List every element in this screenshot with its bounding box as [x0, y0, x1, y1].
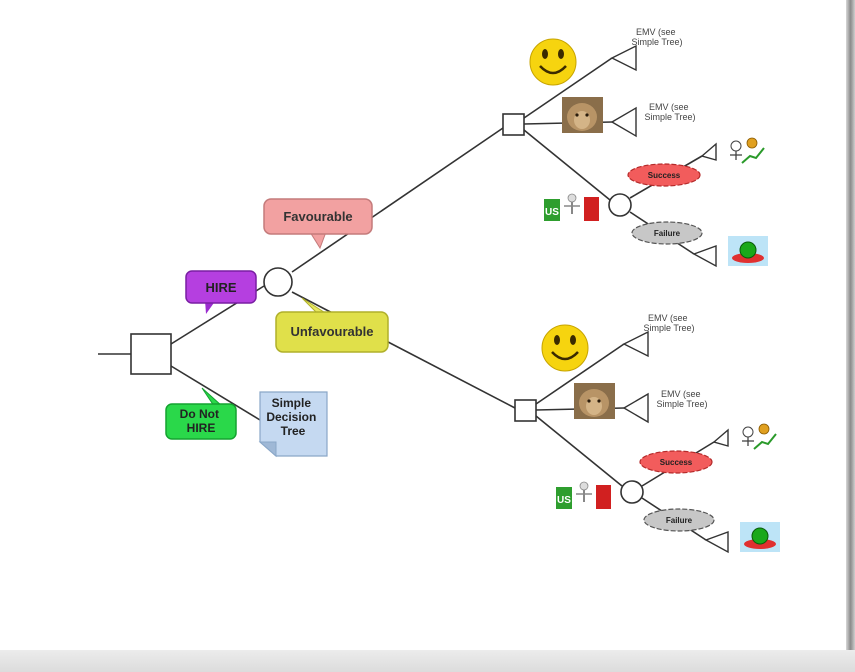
favourable-branch — [291, 127, 504, 273]
upper-chance-branch — [523, 129, 611, 201]
lower-success-cloud: Success — [639, 450, 713, 474]
unfavourable-callout: Unfavourable — [275, 297, 389, 353]
bottom-edge-bar — [0, 650, 855, 672]
unfavourable-label: Unfavourable — [290, 324, 373, 339]
root-decision-node — [130, 333, 172, 375]
lion-photo-icon — [574, 383, 615, 419]
lower-emv1-text: EMV (see Simple Tree) — [643, 313, 694, 333]
hire-label: HIRE — [205, 280, 236, 295]
lower-chance-branch — [535, 415, 623, 487]
upper-success-terminal — [700, 142, 717, 161]
us-vs-them-icon: US — [544, 193, 599, 221]
upper-emv2-text: EMV (see Simple Tree) — [644, 102, 695, 122]
upper-decision-node — [502, 113, 525, 136]
chance-node — [263, 267, 293, 297]
lion-photo-icon — [562, 97, 603, 133]
upper-success-label: Success — [648, 171, 681, 180]
upper-failure-terminal — [692, 245, 717, 268]
right-edge-bar — [846, 0, 855, 672]
terminal-nodes — [610, 44, 729, 554]
upper-emv1-branch — [523, 57, 613, 119]
upper-emv1-terminal — [610, 44, 637, 72]
lower-failure-cloud: Failure — [643, 508, 715, 532]
lower-failure-label: Failure — [666, 516, 693, 525]
lower-failure-terminal — [704, 531, 729, 554]
smiley-face-icon — [541, 324, 589, 372]
upper-failure-cloud: Failure — [631, 221, 703, 245]
lower-decision-node — [514, 399, 537, 422]
do-not-hire-branch — [170, 365, 261, 421]
note-text: Simple Decision Tree — [266, 396, 319, 438]
upper-failure-label: Failure — [654, 229, 681, 238]
smiley-face-icon — [529, 38, 577, 86]
lower-emv1-terminal — [622, 330, 649, 358]
upper-emv1-text: EMV (see Simple Tree) — [631, 27, 682, 47]
do-not-hire-label: Do Not HIRE — [180, 407, 223, 435]
thumbs-up-money-icon — [742, 423, 777, 450]
favourable-callout: Favourable — [263, 198, 373, 250]
lower-success-terminal — [712, 428, 729, 447]
lower-chance-node — [620, 480, 644, 504]
upper-emv2-terminal — [610, 106, 637, 138]
lower-emv2-text: EMV (see Simple Tree) — [656, 389, 707, 409]
simple-decision-tree-note: Simple Decision Tree — [258, 391, 328, 458]
upper-success-cloud: Success — [627, 163, 701, 187]
lower-emv2-terminal — [622, 392, 649, 424]
hire-callout: HIRE — [185, 270, 257, 314]
svg-text:US: US — [545, 207, 559, 218]
upper-chance-node — [608, 193, 632, 217]
sinking-money-icon — [728, 236, 768, 266]
sinking-money-icon — [740, 522, 780, 552]
svg-text:US: US — [557, 495, 571, 506]
lower-emv1-branch — [535, 343, 625, 405]
favourable-label: Favourable — [283, 209, 352, 224]
us-vs-them-icon: US — [556, 481, 611, 509]
do-not-hire-callout: Do Not HIRE — [165, 387, 237, 440]
thumbs-up-money-icon — [730, 137, 765, 164]
lower-success-label: Success — [660, 458, 693, 467]
decision-tree-diagram: HIRE Favourable Unfavourable Do Not HIRE — [98, 27, 780, 554]
